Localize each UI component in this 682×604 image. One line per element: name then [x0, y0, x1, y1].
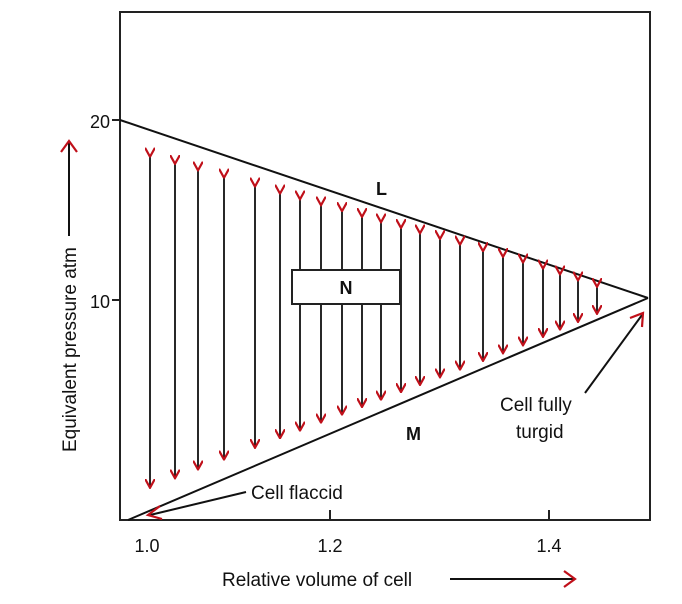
annotation-turgid-1: Cell fully: [500, 395, 572, 416]
line-M-label: M: [406, 424, 421, 444]
x-axis-label: Relative volume of cell: [222, 570, 412, 591]
flaccid-pointer: [149, 491, 247, 516]
y-tick-10: 10: [90, 292, 110, 312]
region-N-label: N: [340, 278, 353, 298]
x-axis-arrow-head: [563, 570, 577, 588]
line-L-label: L: [376, 179, 387, 199]
turgid-pointer-head: [629, 311, 645, 328]
annotation-turgid-2: turgid: [516, 422, 564, 443]
x-tick-1.0: 1.0: [134, 536, 159, 556]
region-N-box: [291, 269, 401, 305]
plot-frame: [119, 11, 651, 521]
x-tick-1.2: 1.2: [317, 536, 342, 556]
pressure-arrows: [150, 157, 597, 488]
turgid-pointer: [584, 314, 643, 394]
y-tick-20: 20: [90, 112, 110, 132]
line-M: [127, 297, 649, 521]
y-axis-label: Equivalent pressure atm: [60, 247, 81, 452]
flaccid-pointer-head: [145, 505, 163, 521]
annotation-cell-flaccid: Cell flaccid: [251, 483, 343, 504]
y-axis-arrow-head: [60, 139, 78, 153]
x-tick-1.4: 1.4: [536, 536, 561, 556]
